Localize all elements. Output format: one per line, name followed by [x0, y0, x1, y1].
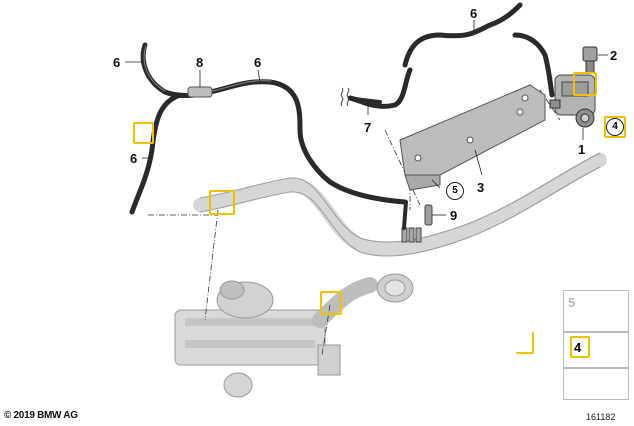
bracket-3	[399, 84, 546, 191]
highlight-box-egr[interactable]	[320, 291, 342, 315]
egr-cooler-ghost	[174, 273, 414, 398]
callout-5-circled[interactable]: 5	[446, 182, 464, 200]
callout-6-top[interactable]: 6	[470, 6, 478, 21]
legend-label-5: 5	[568, 295, 576, 310]
hose-highlights	[143, 45, 272, 92]
callout-4-circled[interactable]: 4	[606, 118, 624, 136]
highlight-legend-4[interactable]	[570, 336, 590, 358]
highlight-box-valve[interactable]	[573, 72, 597, 96]
intake-pipe-ghost	[193, 153, 607, 257]
diagram-number: 161182	[586, 412, 616, 422]
callout-7[interactable]: 7	[364, 120, 372, 135]
intake-stubs	[401, 227, 422, 243]
callout-6-middle[interactable]: 6	[254, 55, 262, 70]
legend-box-arrow	[563, 368, 629, 400]
callout-9[interactable]: 9	[450, 208, 458, 223]
hose-connector-8	[187, 70, 213, 98]
copyright-text: © 2019 BMW AG	[4, 410, 78, 421]
highlight-box-left[interactable]	[133, 122, 154, 144]
callout-6-lower-left[interactable]: 6	[130, 151, 138, 166]
highlight-box-blank[interactable]	[516, 332, 534, 354]
highlight-box-intake[interactable]	[209, 190, 235, 215]
callout-3[interactable]: 3	[477, 180, 485, 195]
callout-6-left[interactable]: 6	[113, 55, 121, 70]
hose-7	[340, 87, 382, 115]
cap-2	[582, 46, 608, 74]
legend-label-4: 4	[574, 340, 582, 355]
callout-2[interactable]: 2	[610, 48, 618, 63]
callout-8[interactable]: 8	[196, 55, 204, 70]
highlight-callout-4[interactable]	[604, 116, 626, 138]
connector-9	[424, 204, 446, 226]
callout-1[interactable]: 1	[578, 142, 586, 157]
legend-box-5: 5	[563, 290, 629, 332]
legend-box-4: 4	[563, 332, 629, 368]
